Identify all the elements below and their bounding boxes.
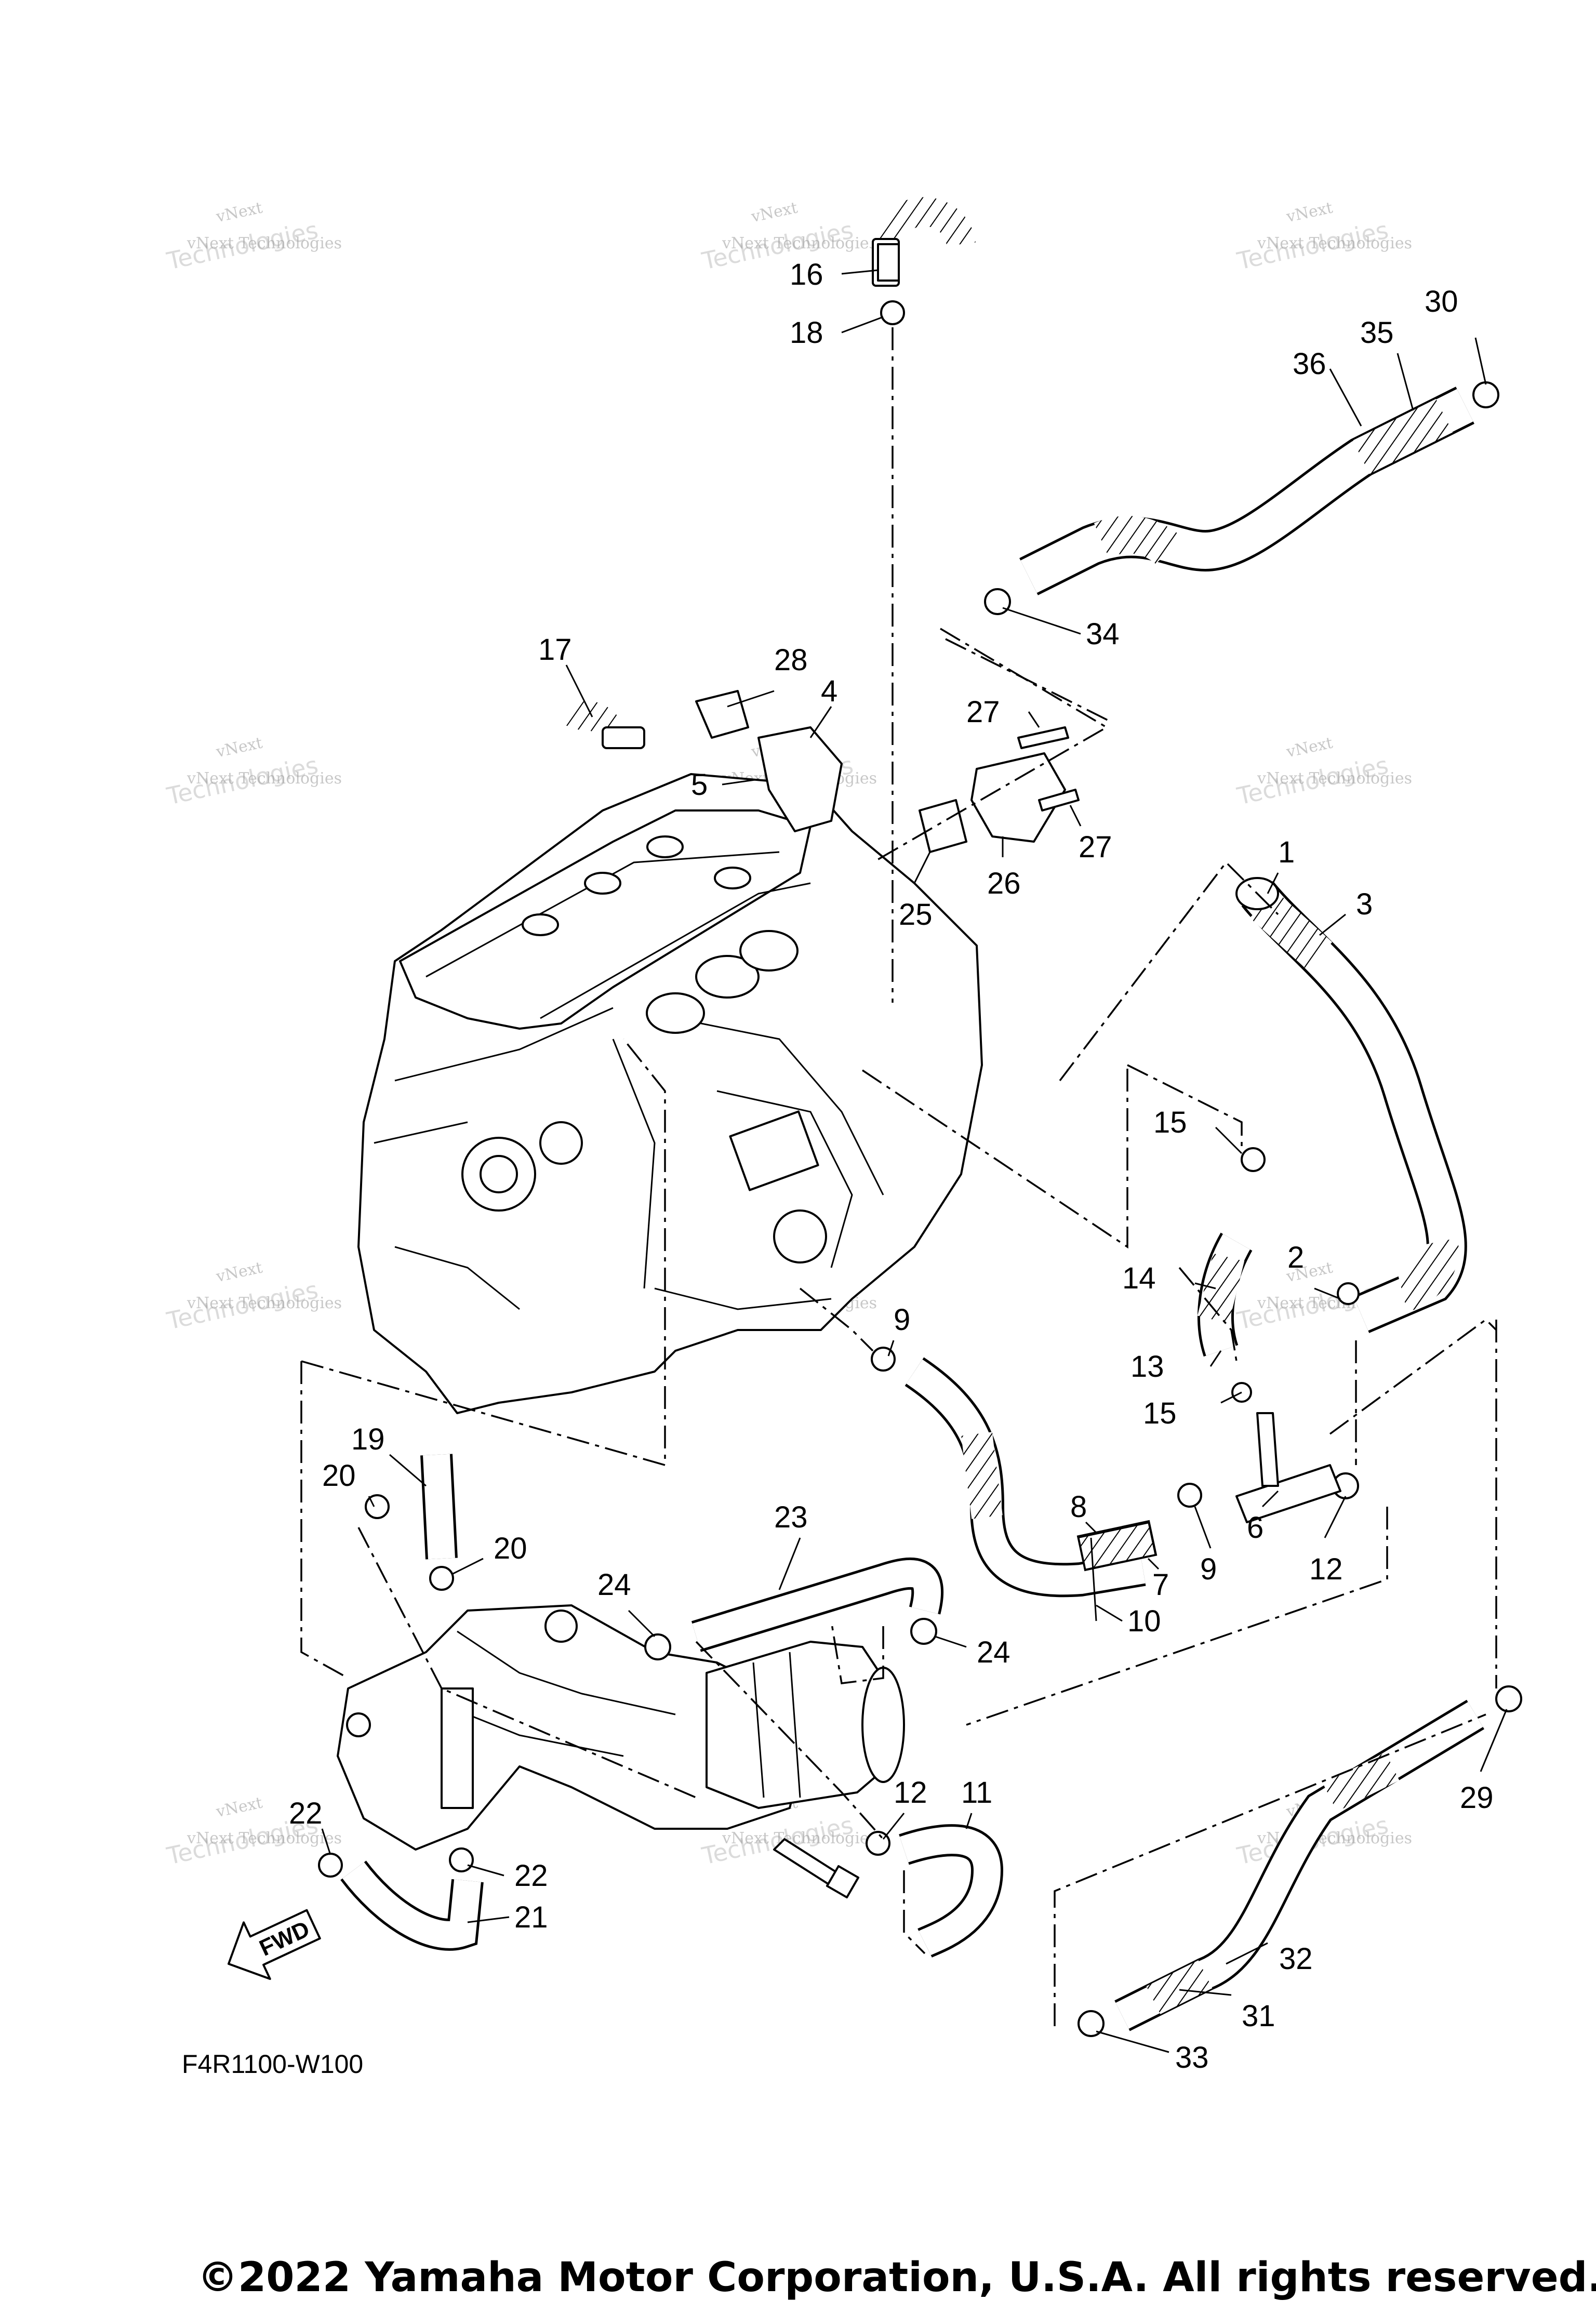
watermark-line3: vNext Technologies <box>722 1829 877 1847</box>
callout-21: 21 <box>514 1900 548 1934</box>
callout-9-upper: 9 <box>894 1303 910 1337</box>
callout-32: 32 <box>1279 1942 1313 1976</box>
callout-27-lower: 27 <box>1079 830 1112 864</box>
callout-11: 11 <box>961 1776 992 1810</box>
callout-31: 31 <box>1242 1999 1275 2033</box>
exhaust-assembly <box>337 1604 905 1899</box>
callout-22-left: 22 <box>289 1797 323 1830</box>
watermark-line1: vNext <box>214 198 264 226</box>
callout-13: 13 <box>1130 1350 1164 1384</box>
watermark-line3: vNext Technologies <box>1257 769 1412 788</box>
watermark-line3: vNext Technologies <box>187 234 342 252</box>
callouts: 1 2 3 4 5 6 7 8 9 9 10 11 12 12 13 14 15… <box>289 258 1494 2074</box>
watermark-line3: vNext Technologies <box>722 234 877 252</box>
callout-7: 7 <box>1152 1568 1169 1602</box>
diagram-code: F4R1100-W100 <box>182 2050 363 2079</box>
callout-27-upper: 27 <box>966 695 1000 729</box>
callout-28: 28 <box>774 643 808 677</box>
callout-6: 6 <box>1247 1511 1264 1545</box>
callout-5: 5 <box>691 768 708 802</box>
callout-20-right: 20 <box>494 1532 527 1565</box>
copyright-notice: ©2022 Yamaha Motor Corporation, U.S.A. A… <box>197 2254 1596 2301</box>
callout-36: 36 <box>1293 347 1326 381</box>
engine-block <box>357 773 983 1414</box>
callout-15-lower: 15 <box>1143 1397 1177 1430</box>
callout-10: 10 <box>1127 1604 1161 1638</box>
callout-23: 23 <box>774 1500 808 1534</box>
callout-20-left: 20 <box>322 1459 356 1493</box>
watermark-line3: vNext Technologies <box>1257 234 1412 252</box>
callout-19: 19 <box>351 1422 385 1456</box>
callout-1: 1 <box>1278 835 1295 869</box>
watermark-line3: vNext Technologies <box>187 769 342 788</box>
callout-4: 4 <box>821 674 837 708</box>
fwd-arrow: FWD <box>228 1909 321 1980</box>
callout-15-upper: 15 <box>1153 1106 1187 1139</box>
callout-35: 35 <box>1360 316 1394 350</box>
watermark-line1: vNext <box>214 1793 264 1821</box>
fittings <box>695 243 1341 1621</box>
watermark-line1: vNext <box>749 198 799 226</box>
callout-12-right: 12 <box>1309 1552 1343 1586</box>
callout-30: 30 <box>1425 285 1458 318</box>
callout-12-lower-left: 12 <box>894 1776 927 1810</box>
callout-3: 3 <box>1356 887 1373 921</box>
callout-26: 26 <box>987 867 1021 900</box>
callout-29: 29 <box>1460 1781 1494 1815</box>
clamps <box>318 300 1522 2037</box>
callout-34: 34 <box>1086 617 1120 651</box>
watermark-line1: vNext <box>1284 198 1334 226</box>
watermark-line1: vNext <box>214 734 264 761</box>
assembly-lines <box>300 327 1497 2026</box>
leader-lines <box>321 269 1508 2053</box>
watermark-line1: vNext <box>1284 734 1334 761</box>
callout-17: 17 <box>538 633 572 667</box>
callout-16: 16 <box>790 258 823 291</box>
callout-24-left: 24 <box>597 1568 631 1602</box>
callout-33: 33 <box>1175 2041 1209 2074</box>
callout-2: 2 <box>1287 1241 1304 1274</box>
callout-18: 18 <box>790 316 823 350</box>
callout-14: 14 <box>1122 1261 1156 1295</box>
callout-24-right: 24 <box>977 1635 1010 1669</box>
callout-9-lower: 9 <box>1200 1552 1217 1586</box>
callout-8: 8 <box>1070 1490 1087 1524</box>
watermark-line1: vNext <box>214 1258 264 1286</box>
watermark-line3: vNext Technologies <box>187 1829 342 1847</box>
callout-22-right: 22 <box>514 1859 548 1893</box>
watermark-line3: vNext Technologies <box>187 1294 342 1312</box>
callout-25: 25 <box>899 898 933 932</box>
